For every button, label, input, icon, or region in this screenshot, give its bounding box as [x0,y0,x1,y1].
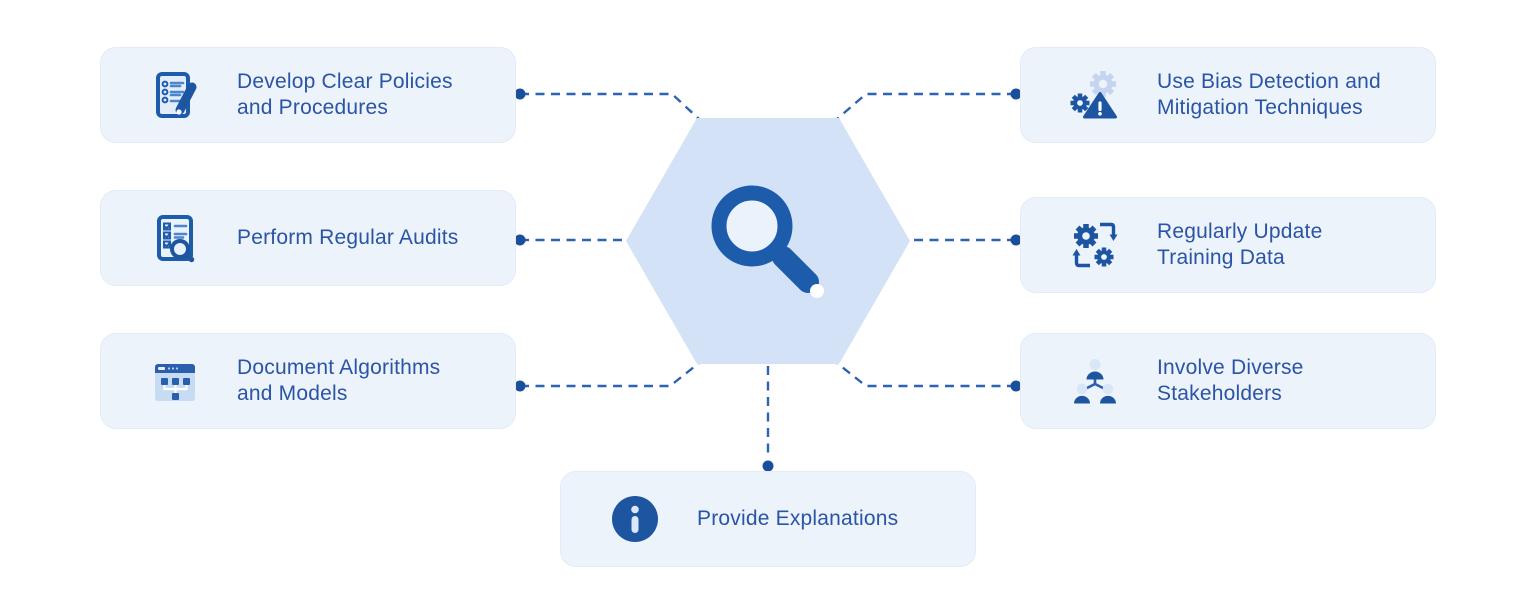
center-hexagon [626,118,910,364]
magnifier-icon [711,185,824,298]
connector-bottom-left [520,362,700,388]
card-label: Provide Explanations [697,506,899,530]
gears-warning-icon [1070,71,1117,119]
card-label: Regularly Update Training Data [1157,219,1323,270]
card-update-training-data: Regularly Update Training Data [1020,197,1436,293]
card-bias-detection: Use Bias Detection and Mitigation Techni… [1020,47,1436,143]
connector-top-right [836,92,1016,120]
info-icon [612,496,658,542]
connector-bottom-right [836,362,1016,388]
document-audit-magnifier-icon [157,215,195,263]
card-label: Involve Diverse Stakeholders [1157,355,1304,406]
card-perform-audits: Perform Regular Audits [100,190,516,286]
card-develop-policies: Develop Clear Policies and Procedures [100,47,516,143]
document-checklist-pen-icon [156,72,197,118]
flowchart-window-icon [155,364,195,401]
connector-top-left [520,92,700,120]
card-document-algorithms: Document Algorithms and Models [100,333,516,429]
card-label: Document Algorithms and Models [237,355,441,406]
stakeholders-hierarchy-icon [1074,359,1116,404]
card-diverse-stakeholders: Involve Diverse Stakeholders [1020,333,1436,429]
card-provide-explanations: Provide Explanations [560,471,976,567]
card-label: Perform Regular Audits [237,225,459,249]
card-label: Develop Clear Policies and Procedures [237,69,453,120]
card-label: Use Bias Detection and Mitigation Techni… [1157,69,1381,120]
dashed-connectors [520,92,1016,458]
connector-dots [514,88,1022,472]
gears-sync-icon [1072,222,1118,268]
